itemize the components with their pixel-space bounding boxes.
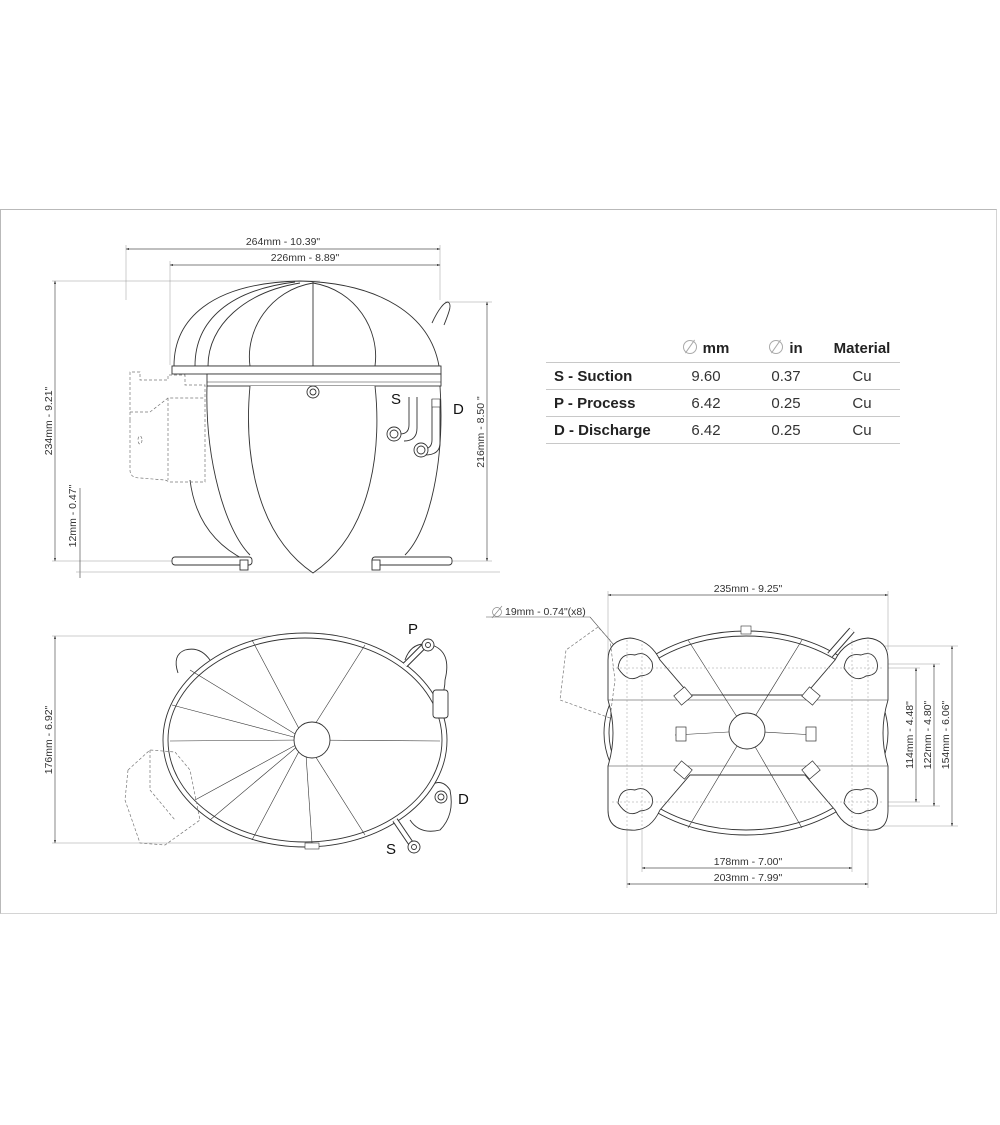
header-name <box>546 334 664 363</box>
row-mm: 6.42 <box>664 416 748 444</box>
row-name: P - Process <box>546 389 664 417</box>
row-in: 0.25 <box>748 389 824 417</box>
dim-base-height: 12mm - 0.47" <box>67 484 79 547</box>
diameter-icon <box>682 339 697 354</box>
dim-connector-height: 216mm - 8.50 " <box>475 396 487 468</box>
row-name: D - Discharge <box>546 416 664 444</box>
row-in: 0.25 <box>748 416 824 444</box>
top-view <box>52 632 452 854</box>
dim-hole-width-inner: 114mm - 4.48" <box>904 701 916 769</box>
label-suction-side: S <box>391 391 401 408</box>
dim-body-width: 226mm - 8.89" <box>271 252 340 264</box>
dim-hole-spacing-inner: 178mm - 7.00" <box>714 856 783 868</box>
dim-overall-width: 264mm - 10.39" <box>246 236 321 248</box>
table-row-suction: S - Suction 9.60 0.37 Cu <box>546 362 900 390</box>
row-mm: 6.42 <box>664 389 748 417</box>
header-material: Material <box>833 339 891 357</box>
table-row-discharge: D - Discharge 6.42 0.25 Cu <box>546 416 900 444</box>
row-material: Cu <box>824 362 900 390</box>
diameter-icon <box>769 339 784 354</box>
header-in: in <box>748 334 824 363</box>
dim-hole-spacing-outer: 203mm - 7.99" <box>714 872 783 884</box>
base-view <box>486 591 958 888</box>
diameter-symbol-icon <box>491 605 503 619</box>
header-mm: mm <box>664 334 748 363</box>
label-discharge-side: D <box>453 401 464 418</box>
dim-base-length: 235mm - 9.25" <box>714 583 783 595</box>
row-mm: 9.60 <box>664 362 748 390</box>
dim-hole-width-outer: 122mm - 4.80" <box>922 700 934 769</box>
connections-table: mm in Material S - Suction 9.60 0.37 Cu … <box>546 334 900 444</box>
dim-hole-diameter: 19mm - 0.74"(x8) <box>505 606 586 618</box>
label-discharge-top: D <box>458 791 469 808</box>
dim-base-width: 154mm - 6.06" <box>940 700 952 769</box>
dim-depth: 176mm - 6.92" <box>43 705 55 774</box>
dim-overall-height: 234mm - 9.21" <box>43 386 55 455</box>
table-row-process: P - Process 6.42 0.25 Cu <box>546 389 900 417</box>
row-material: Cu <box>824 416 900 444</box>
drawing-frame <box>0 209 997 914</box>
label-suction-top: S <box>386 841 396 858</box>
row-name: S - Suction <box>546 362 664 390</box>
row-in: 0.37 <box>748 362 824 390</box>
side-view <box>52 245 500 578</box>
row-material: Cu <box>824 389 900 417</box>
table-header-row: mm in Material <box>546 334 900 363</box>
label-process-top: P <box>408 621 418 638</box>
